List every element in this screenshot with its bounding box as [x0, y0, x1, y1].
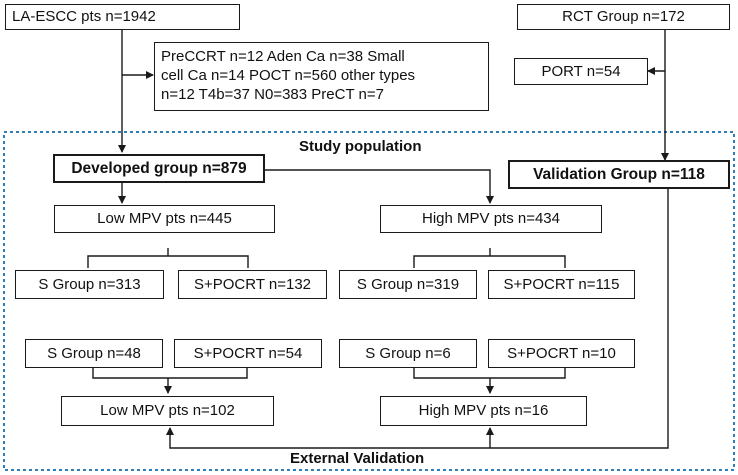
- brace-high-dev: [413, 255, 566, 268]
- spocrt-high-dev-label: S+POCRT n=115: [503, 275, 620, 293]
- arrow-validation-to-low-val: [166, 189, 669, 449]
- s-group-low-val-label: S Group n=48: [47, 344, 141, 362]
- rct-group-box: RCT Group n=172: [517, 4, 730, 30]
- spocrt-low-dev-label: S+POCRT n=132: [193, 275, 312, 293]
- exclusions-line-3: n=12 T4b=37 N0=383 PreCT n=7: [161, 86, 384, 103]
- developed-group-label: Developed group n=879: [71, 159, 247, 177]
- s-group-high-val-box: S Group n=6: [339, 339, 477, 368]
- spocrt-low-val-label: S+POCRT n=54: [193, 344, 303, 362]
- exclusions-line-2: cell Ca n=14 POCT n=560 other types: [161, 67, 416, 84]
- developed-group-box: Developed group n=879: [53, 154, 265, 183]
- high-mpv-dev-label: High MPV pts n=434: [422, 210, 560, 227]
- low-mpv-dev-box: Low MPV pts n=445: [54, 205, 275, 233]
- s-group-low-dev-label: S Group n=313: [38, 275, 141, 293]
- rct-group-label: RCT Group n=172: [562, 8, 685, 25]
- low-mpv-val-box: Low MPV pts n=102: [61, 396, 274, 426]
- validation-group-box: Validation Group n=118: [508, 160, 730, 189]
- spocrt-high-val-box: S+POCRT n=10: [488, 339, 635, 368]
- validation-group-label: Validation Group n=118: [533, 165, 705, 183]
- s-group-high-val-label: S Group n=6: [365, 344, 451, 362]
- exclusions-line-1: PreCCRT n=12 Aden Ca n=38 Small: [161, 48, 405, 65]
- spocrt-high-val-label: S+POCRT n=10: [507, 344, 616, 362]
- exclusions-box: PreCCRT n=12 Aden Ca n=38 Small cell Ca …: [154, 42, 489, 111]
- high-mpv-val-label: High MPV pts n=16: [418, 402, 549, 419]
- port-box: PORT n=54: [514, 58, 648, 85]
- high-mpv-dev-box: High MPV pts n=434: [380, 205, 602, 233]
- study-population-label: Study population: [299, 138, 422, 155]
- s-group-low-dev-box: S Group n=313: [15, 270, 164, 299]
- s-group-low-val-box: S Group n=48: [25, 339, 163, 368]
- spocrt-low-dev-box: S+POCRT n=132: [178, 270, 327, 299]
- external-validation-label: External Validation: [290, 450, 425, 467]
- brace-low-val: [92, 366, 248, 379]
- la-escc-label: LA-ESCC pts n=1942: [12, 8, 156, 25]
- port-label: PORT n=54: [541, 62, 621, 80]
- s-group-high-dev-box: S Group n=319: [339, 270, 477, 299]
- spocrt-low-val-box: S+POCRT n=54: [174, 339, 322, 368]
- brace-low-dev: [87, 255, 249, 268]
- high-mpv-val-box: High MPV pts n=16: [380, 396, 587, 426]
- low-mpv-val-label: Low MPV pts n=102: [100, 402, 235, 419]
- spocrt-high-dev-box: S+POCRT n=115: [488, 270, 635, 299]
- low-mpv-dev-label: Low MPV pts n=445: [97, 210, 232, 227]
- arrow-developed-to-high: [265, 169, 494, 204]
- s-group-high-dev-label: S Group n=319: [356, 275, 460, 293]
- la-escc-box: LA-ESCC pts n=1942: [5, 4, 240, 30]
